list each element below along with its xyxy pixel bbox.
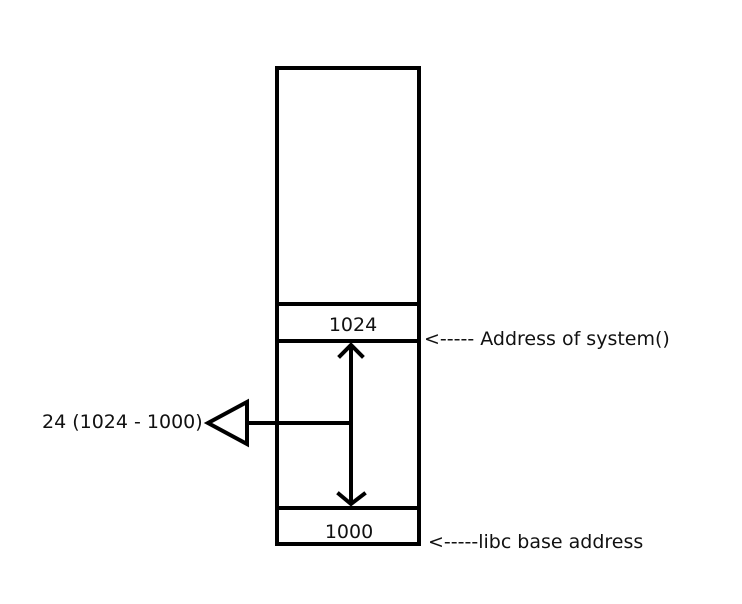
offset-arrow-head-up bbox=[337, 342, 365, 359]
libc-base-value: 1000 bbox=[325, 521, 373, 543]
libc-base-cell bbox=[275, 506, 421, 546]
offset-pointer-triangle-icon bbox=[203, 398, 249, 448]
system-address-cell bbox=[275, 302, 421, 343]
offset-arrow-head-down bbox=[336, 491, 367, 507]
system-address-value: 1024 bbox=[329, 314, 377, 336]
libc-base-pointer-label: <-----libc base address bbox=[428, 531, 643, 553]
system-address-pointer-label: <----- Address of system() bbox=[424, 328, 670, 350]
offset-label: 24 (1024 - 1000) bbox=[42, 411, 203, 433]
